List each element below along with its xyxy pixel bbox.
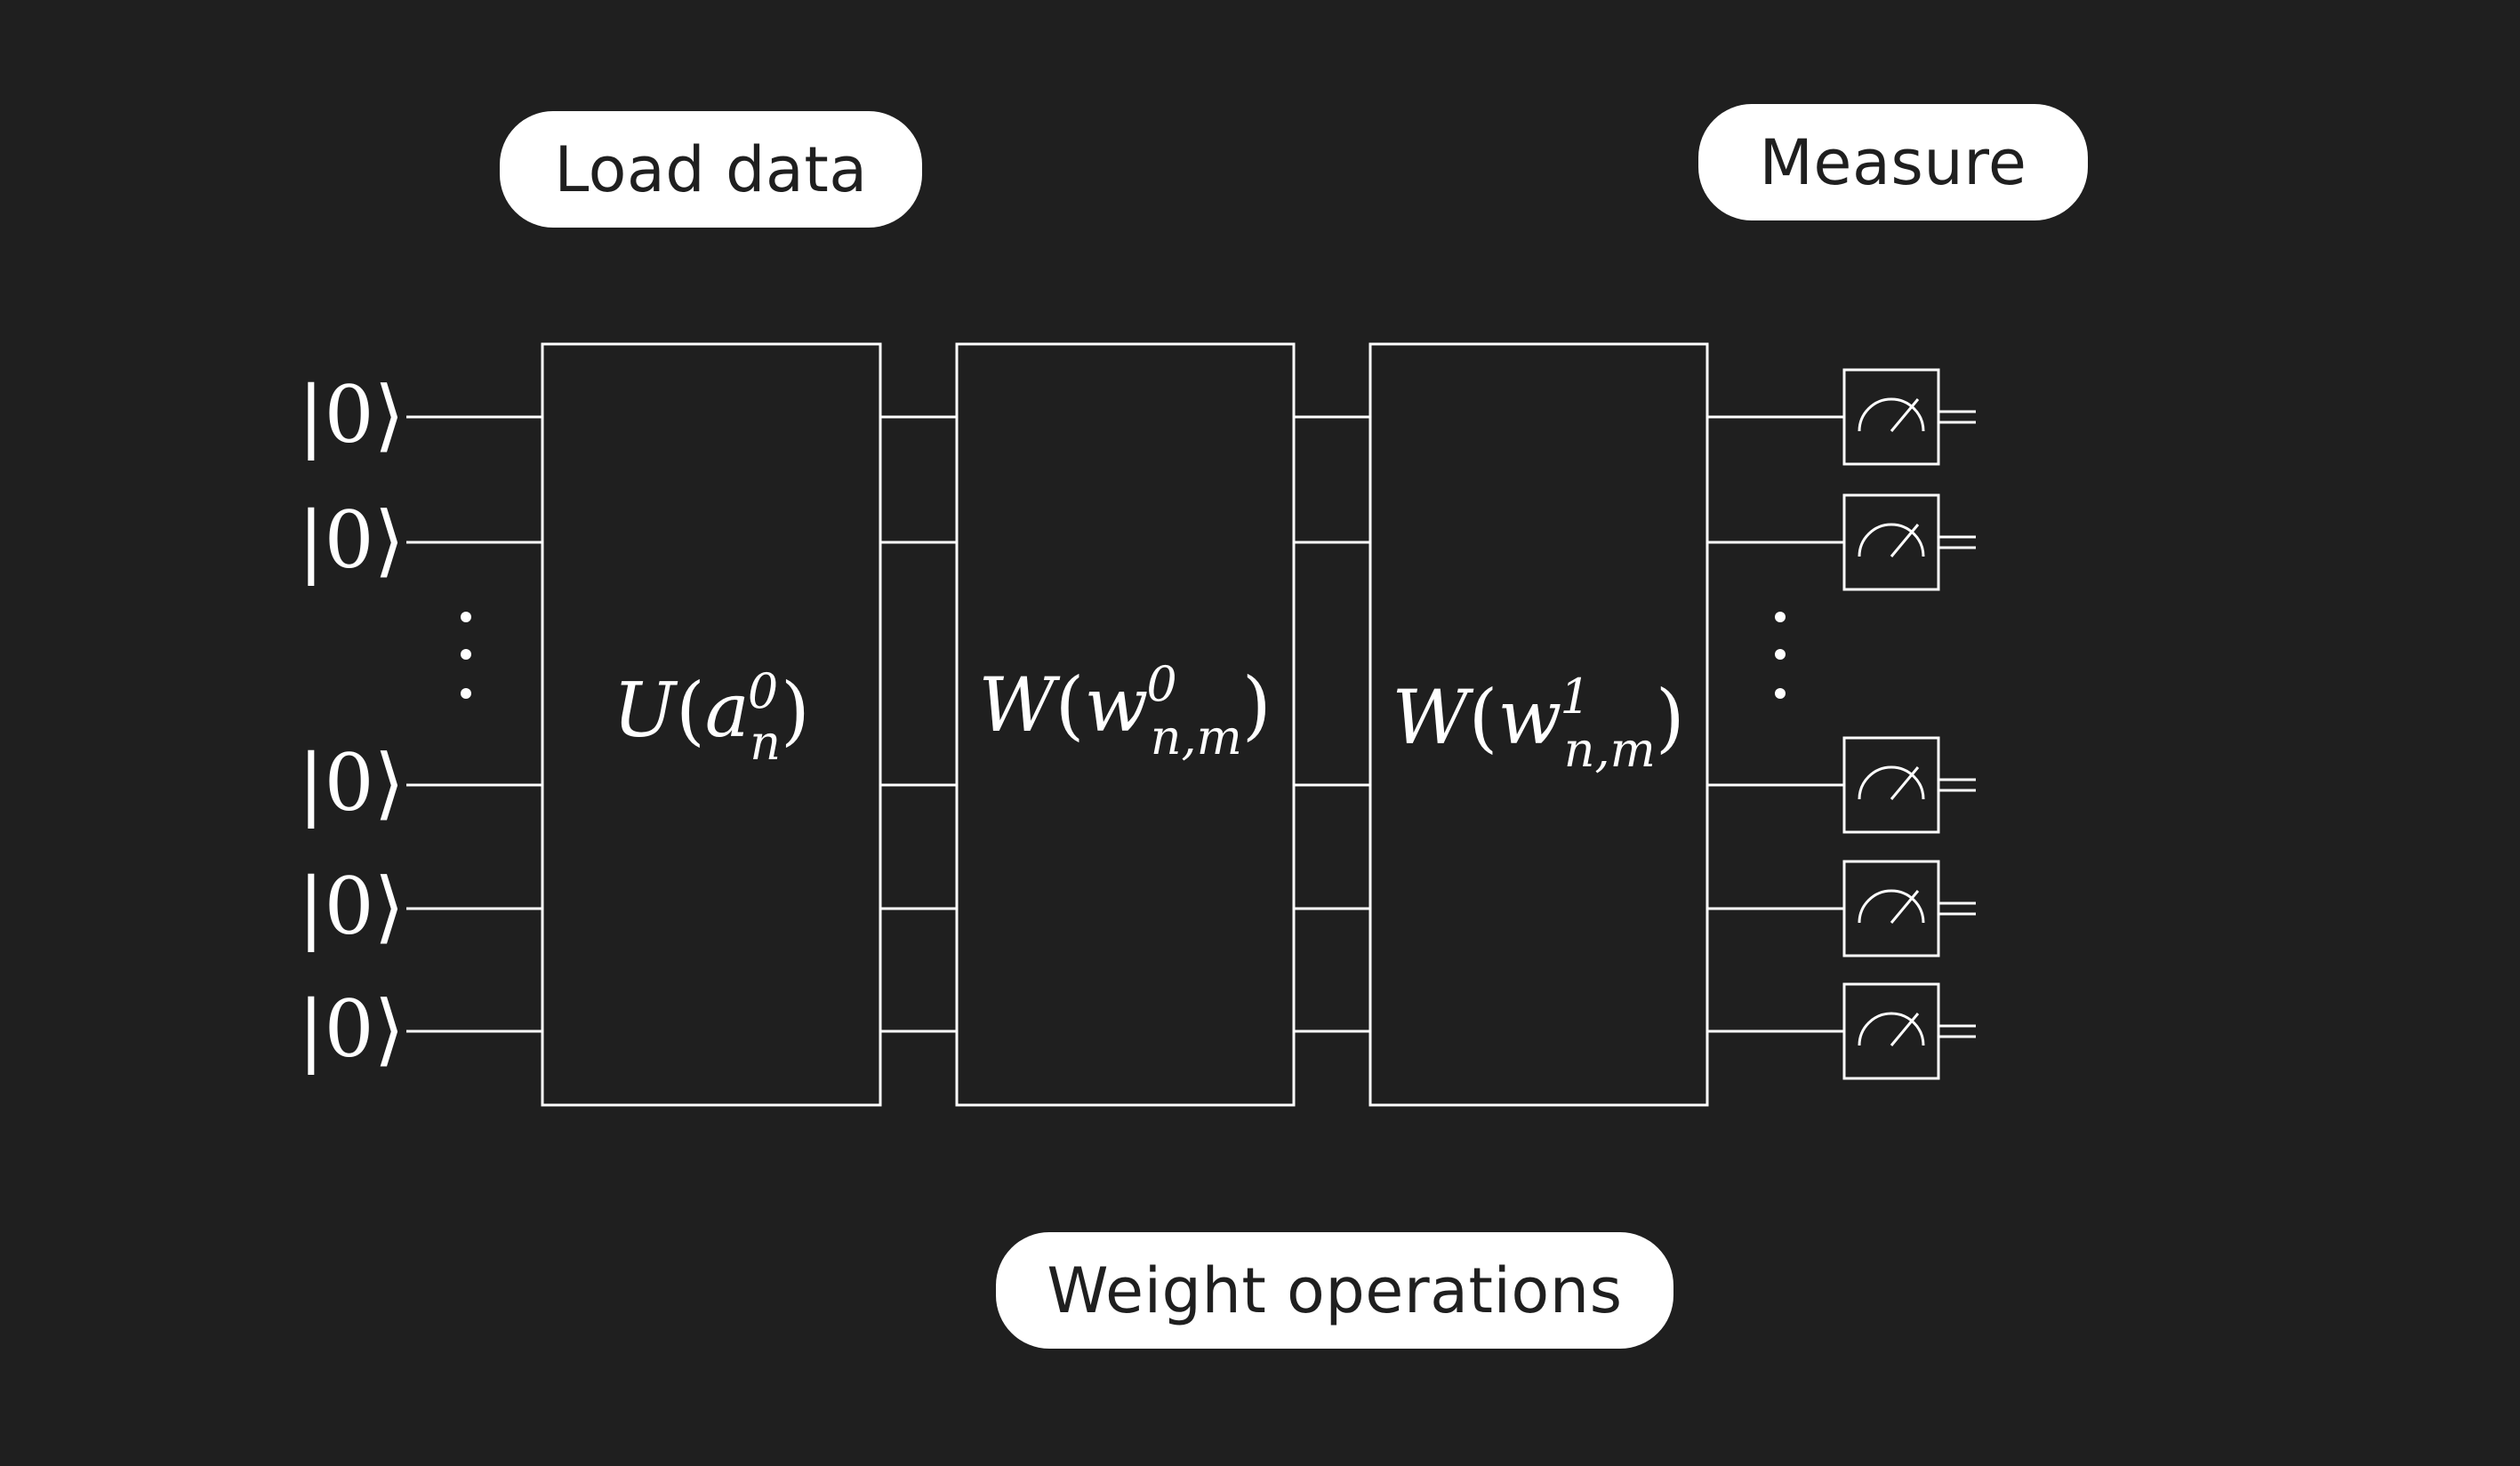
gate-u-box	[541, 342, 882, 1107]
gate-u-symbol: U	[613, 667, 678, 754]
gate-w0-arg: w	[1084, 661, 1148, 749]
meter-icon	[1842, 860, 1976, 957]
gate-w0-box	[955, 342, 1296, 1107]
input-ket-4: |0⟩	[298, 861, 405, 952]
output-ellipsis-icon	[1775, 612, 1786, 699]
input-ket-5: |0⟩	[298, 983, 405, 1075]
load-data-text: Load data	[554, 132, 868, 206]
gate-w1-box	[1368, 342, 1709, 1107]
input-ket-2: |0⟩	[298, 494, 405, 586]
gate-u-arg: a	[705, 667, 750, 754]
measure-label: Measure	[1698, 104, 2088, 220]
input-ket-1: |0⟩	[298, 369, 405, 461]
circuit-wires	[406, 415, 1844, 1033]
input-ket-3: |0⟩	[298, 737, 405, 829]
input-ellipsis-icon	[461, 612, 471, 699]
weight-operations-text: Weight operations	[1047, 1254, 1623, 1327]
gate-w1-sub: n,m	[1564, 722, 1656, 778]
weight-operations-label: Weight operations	[996, 1232, 1673, 1349]
load-data-label: Load data	[500, 111, 922, 228]
gate-w0-symbol: W	[978, 661, 1061, 749]
meter-icon	[1842, 368, 1976, 466]
gates	[541, 342, 1709, 1107]
gate-w0-sub: n,m	[1151, 709, 1242, 765]
measurement-meters	[1842, 368, 1976, 1080]
gate-u-sub: n	[750, 715, 781, 771]
gate-w1-sup: 1	[1560, 669, 1590, 725]
gate-w0-sup: 0	[1146, 656, 1176, 712]
gate-w1-symbol: W	[1392, 674, 1474, 761]
meter-icon	[1842, 982, 1976, 1080]
meter-icon	[1842, 736, 1976, 834]
meter-icon	[1842, 493, 1976, 591]
gate-w1-arg: w	[1497, 674, 1561, 761]
gate-u-sup: 0	[748, 663, 778, 719]
measure-text: Measure	[1759, 125, 2027, 199]
